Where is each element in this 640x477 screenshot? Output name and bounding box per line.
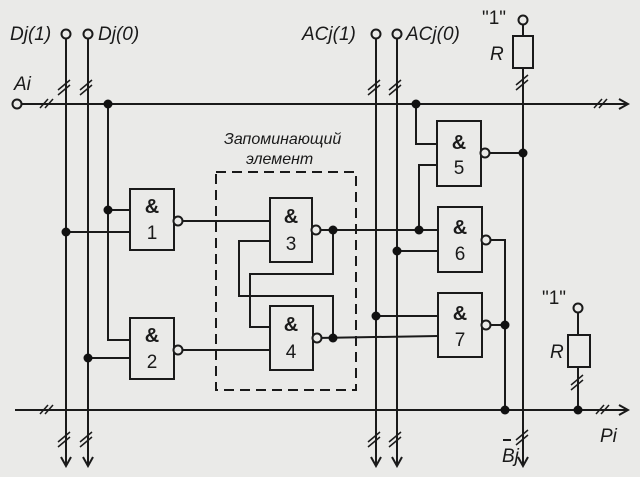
svg-text:6: 6 <box>455 244 466 265</box>
inverter-bubble-icon <box>311 332 323 344</box>
svg-text:&: & <box>284 314 298 336</box>
ai-label: Ai <box>13 74 32 95</box>
one-top-label: "1" <box>482 8 506 29</box>
svg-text:&: & <box>452 132 466 154</box>
r-bottom-label: R <box>550 342 564 363</box>
r-top-label: R <box>490 44 504 65</box>
gate-7: &7 <box>437 292 492 358</box>
one-bottom-label: "1" <box>542 288 566 309</box>
inverter-bubble-icon <box>310 224 322 236</box>
dj1-terminal <box>60 28 72 40</box>
bj-label: Bj <box>502 446 520 467</box>
dj0-label: Dj(0) <box>98 24 139 45</box>
acj0-label: ACj(0) <box>405 24 460 45</box>
gate-2: &2 <box>129 317 184 380</box>
inverter-bubble-icon <box>480 234 492 246</box>
svg-text:&: & <box>453 303 467 325</box>
svg-text:2: 2 <box>147 352 158 373</box>
svg-text:&: & <box>453 217 467 239</box>
svg-text:1: 1 <box>147 223 158 244</box>
memory-label-line2: элемент <box>246 151 313 168</box>
gate-1: &1 <box>129 188 184 251</box>
terminals <box>11 14 584 314</box>
acj1-terminal <box>370 28 382 40</box>
resistor-top <box>512 35 534 69</box>
wires <box>15 24 628 466</box>
acj1-label: ACj(1) <box>301 24 356 45</box>
inverter-bubble-icon <box>172 215 184 227</box>
svg-text:7: 7 <box>455 330 466 351</box>
dj0-terminal <box>82 28 94 40</box>
one-bottom-terminal <box>572 302 584 314</box>
svg-text:&: & <box>284 206 298 228</box>
pi-label: Pi <box>600 426 618 447</box>
memory-element-box <box>215 171 357 391</box>
resistor-bottom <box>567 334 591 368</box>
memory-label-line1: Запоминающий <box>224 131 341 148</box>
inverter-bubble-icon <box>172 344 184 356</box>
svg-text:&: & <box>145 196 159 218</box>
inverter-bubble-icon <box>479 147 491 159</box>
svg-text:4: 4 <box>286 342 297 363</box>
dj1-label: Dj(1) <box>10 24 51 45</box>
junction-dots <box>61 99 583 415</box>
inverter-bubble-icon <box>480 319 492 331</box>
ai-terminal <box>11 98 23 110</box>
gate-6: &6 <box>437 206 492 273</box>
svg-text:3: 3 <box>286 234 297 255</box>
gate-5: &5 <box>436 120 491 187</box>
acj0-terminal <box>391 28 403 40</box>
gate-3: &3 <box>269 197 322 263</box>
svg-text:&: & <box>145 325 159 347</box>
gate-4: &4 <box>269 305 323 371</box>
svg-text:5: 5 <box>454 158 465 179</box>
one-top-terminal <box>517 14 529 26</box>
